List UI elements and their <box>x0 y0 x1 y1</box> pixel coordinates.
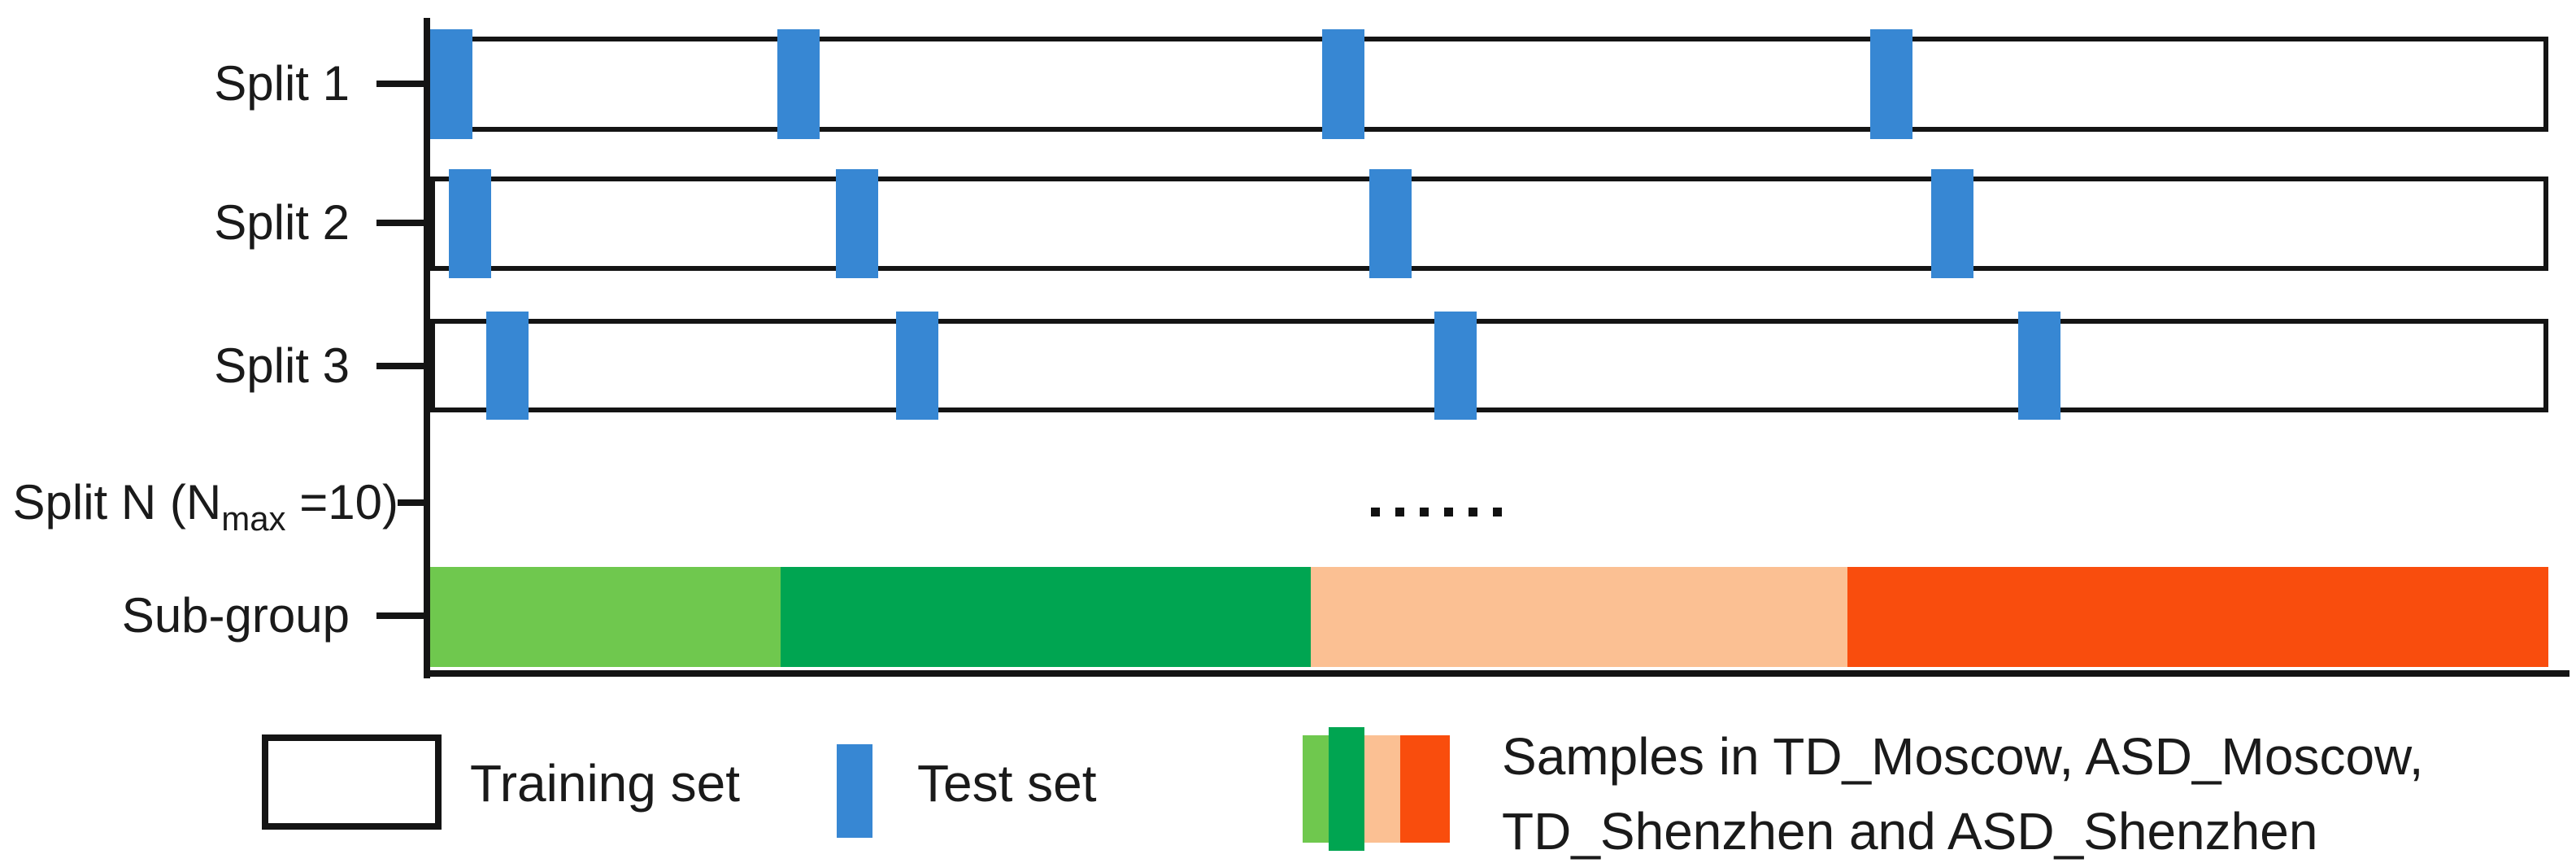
training-bar-split-3 <box>430 319 2548 412</box>
test-segment-split-2-4 <box>1930 169 1973 278</box>
ellipsis-dot-6 <box>1493 508 1502 516</box>
subgroup-segment-dark-green <box>781 567 1311 667</box>
axis-tick-split-1 <box>376 81 424 87</box>
y-axis-line <box>424 18 430 678</box>
axis-tick-split-n <box>398 499 424 506</box>
row-label-split-1: Split 1 <box>214 56 350 111</box>
axis-tick-split-3 <box>376 363 424 369</box>
training-bar-split-1 <box>430 37 2548 132</box>
legend-samples-label-line2: TD_Shenzhen and ASD_Shenzhen <box>1502 802 2318 861</box>
ellipsis-dot-3 <box>1420 508 1429 516</box>
row-label-split-2: Split 2 <box>214 195 350 250</box>
legend-samples-swatch <box>1303 727 1450 851</box>
split-row-split-3 <box>430 312 2548 420</box>
legend-samples-label-line1: Samples in TD_Moscow, ASD_Moscow, <box>1502 727 2424 786</box>
test-segment-split-3-4 <box>2017 312 2061 420</box>
row-label-split-n-pre: Split N (N <box>12 475 222 530</box>
test-segment-split-2-3 <box>1369 169 1412 278</box>
test-segment-split-3-1 <box>486 312 529 420</box>
legend-training-label: Training set <box>470 754 740 813</box>
legend-samples-swatch-segment-light_green <box>1303 735 1329 843</box>
subgroup-bar <box>430 567 2548 667</box>
axis-tick-split-2 <box>376 220 424 226</box>
ellipsis-dot-5 <box>1469 508 1477 516</box>
row-label-split-n: Split N (Nmax =10) <box>0 475 399 538</box>
split-row-split-1 <box>430 29 2548 139</box>
legend-samples-swatch-segment-orange <box>1400 735 1450 843</box>
subgroup-segment-peach <box>1310 567 1847 667</box>
test-segment-split-2-2 <box>836 169 879 278</box>
subgroup-segment-orange <box>1847 567 2548 667</box>
ellipsis-dots <box>1371 508 1502 516</box>
axis-tick-sub-group <box>376 612 424 619</box>
test-segment-split-1-3 <box>1321 29 1365 139</box>
x-baseline <box>424 670 2569 677</box>
ellipsis-dot-4 <box>1444 508 1453 516</box>
test-segment-split-1-2 <box>777 29 820 139</box>
subgroup-segment-light-green <box>430 567 781 667</box>
training-bar-split-2 <box>430 177 2548 271</box>
row-label-split-n-subscript: max <box>221 499 286 538</box>
row-label-split-n-post: =10) <box>285 475 398 530</box>
legend-samples-swatch-segment-dark_green <box>1329 727 1364 851</box>
legend-test-swatch <box>837 744 872 838</box>
split-row-split-2 <box>430 169 2548 278</box>
test-segment-split-3-2 <box>896 312 939 420</box>
legend-samples-swatch-segment-peach <box>1364 735 1400 843</box>
legend-test-label: Test set <box>917 754 1097 813</box>
row-label-split-3: Split 3 <box>214 338 350 393</box>
legend-training-swatch <box>262 734 442 830</box>
row-label-sub-group: Sub-group <box>121 588 350 643</box>
test-segment-split-1-4 <box>1869 29 1912 139</box>
legend-samples-label: Samples in TD_Moscow, ASD_Moscow, TD_She… <box>1502 719 2424 863</box>
test-segment-split-3-3 <box>1434 312 1477 420</box>
ellipsis-dot-1 <box>1371 508 1380 516</box>
test-segment-split-1-1 <box>430 29 473 139</box>
ellipsis-dot-2 <box>1395 508 1404 516</box>
test-segment-split-2-1 <box>448 169 492 278</box>
